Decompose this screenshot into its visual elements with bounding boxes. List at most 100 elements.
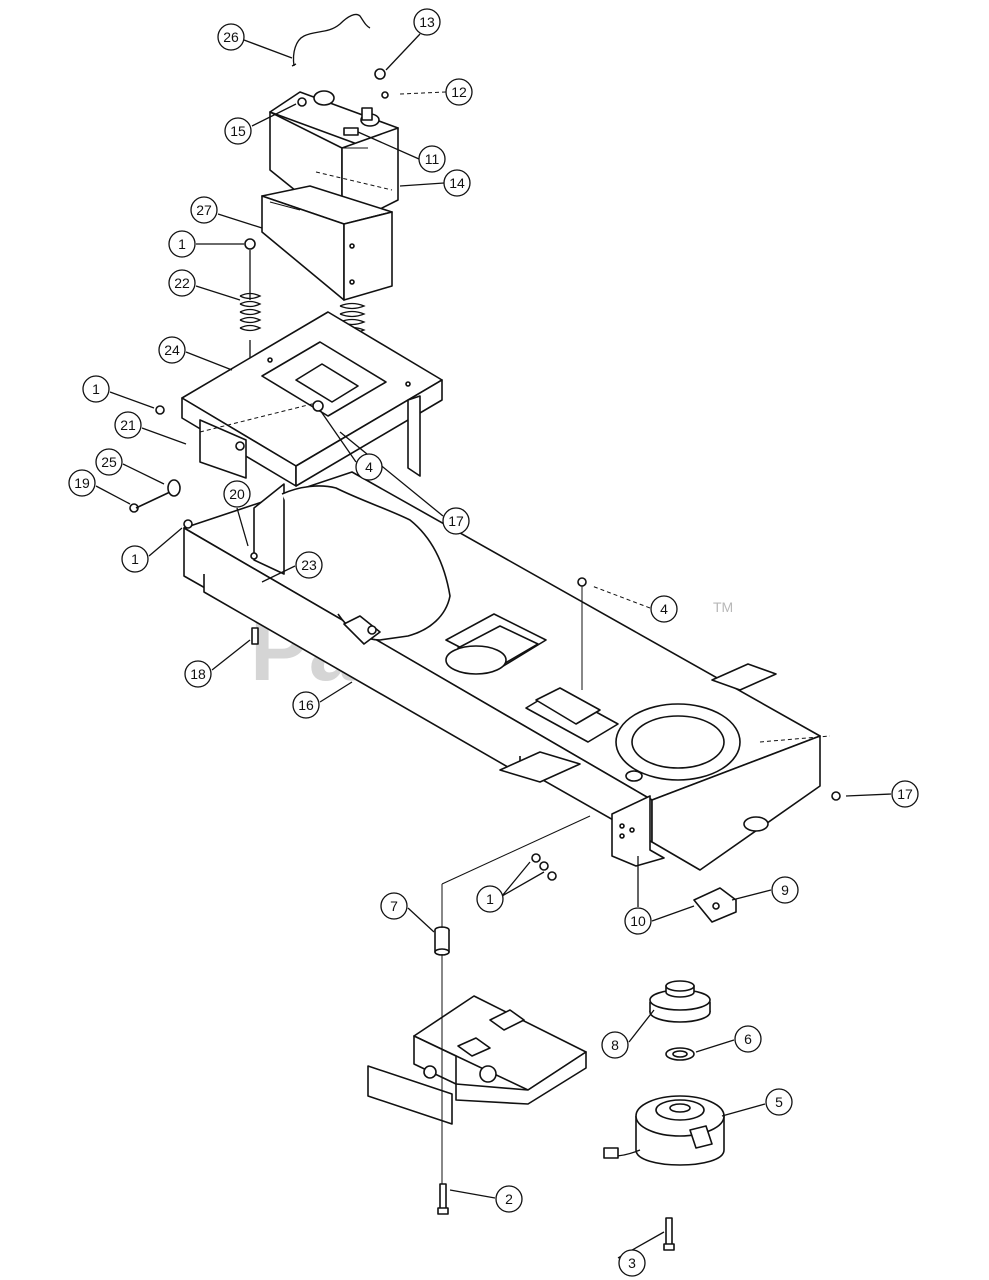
callout-14[interactable]: 14 xyxy=(443,169,471,197)
wire-part xyxy=(291,13,371,67)
main-frame-part xyxy=(183,471,841,871)
callout-label: 1 xyxy=(131,551,139,567)
callout-circle xyxy=(413,8,441,36)
callout-circle xyxy=(476,885,504,913)
callout-label: 1 xyxy=(178,236,186,252)
callout-label: 27 xyxy=(196,202,212,218)
callout-label: 3 xyxy=(628,1255,636,1271)
callout-circle xyxy=(158,336,186,364)
spacer-part xyxy=(434,926,450,956)
callout-circle xyxy=(624,907,652,935)
callout-circle xyxy=(734,1025,762,1053)
callout-circle xyxy=(380,892,408,920)
callout-25[interactable]: 25 xyxy=(95,448,123,476)
callout-label: 10 xyxy=(630,913,646,929)
callout-circle xyxy=(95,448,123,476)
callout-label: 1 xyxy=(92,381,100,397)
leader-lines xyxy=(95,33,892,1259)
callout-circle xyxy=(601,1031,629,1059)
callout-circle xyxy=(618,1249,646,1277)
callout-21[interactable]: 21 xyxy=(114,411,142,439)
callout-circle xyxy=(224,117,252,145)
callout-7[interactable]: 7 xyxy=(380,892,408,920)
callout-label: 12 xyxy=(451,84,467,100)
callout-3[interactable]: 3 xyxy=(618,1249,646,1277)
callout-17b[interactable]: 17 xyxy=(891,780,919,808)
callout-4b[interactable]: 4 xyxy=(650,595,678,623)
callout-4a[interactable]: 4 xyxy=(355,453,383,481)
callout-18[interactable]: 18 xyxy=(184,660,212,688)
callout-circle xyxy=(168,230,196,258)
callout-1d[interactable]: 1 xyxy=(476,885,504,913)
callout-label: 6 xyxy=(744,1031,752,1047)
callout-19[interactable]: 19 xyxy=(68,469,96,497)
callout-label: 25 xyxy=(101,454,117,470)
callout-1a[interactable]: 1 xyxy=(168,230,196,258)
callout-10[interactable]: 10 xyxy=(624,907,652,935)
callout-8[interactable]: 8 xyxy=(601,1031,629,1059)
callout-circle xyxy=(292,691,320,719)
bolt-parts xyxy=(129,479,675,1251)
callout-label: 4 xyxy=(660,601,668,617)
callout-label: 24 xyxy=(164,342,180,358)
callout-label: 9 xyxy=(781,882,789,898)
callout-17a[interactable]: 17 xyxy=(442,507,470,535)
callout-circle xyxy=(442,507,470,535)
callout-circle xyxy=(891,780,919,808)
callout-label: 11 xyxy=(425,151,440,167)
callout-circle xyxy=(771,876,799,904)
callout-label: 21 xyxy=(120,417,136,433)
callout-label: 2 xyxy=(505,1191,513,1207)
seat-plate-part xyxy=(155,311,443,487)
callout-27[interactable]: 27 xyxy=(190,196,218,224)
callout-label: 15 xyxy=(230,123,246,139)
callout-circle xyxy=(495,1185,523,1213)
callout-circle xyxy=(295,551,323,579)
callout-11[interactable]: 11 xyxy=(418,145,446,173)
callout-13[interactable]: 13 xyxy=(413,8,441,36)
callout-2[interactable]: 2 xyxy=(495,1185,523,1213)
callout-label: 4 xyxy=(365,459,373,475)
callout-label: 19 xyxy=(74,475,90,491)
callout-circle xyxy=(418,145,446,173)
callout-circle xyxy=(355,453,383,481)
callout-label: 7 xyxy=(390,898,398,914)
callout-label: 8 xyxy=(611,1037,619,1053)
callout-15[interactable]: 15 xyxy=(224,117,252,145)
callout-circle xyxy=(168,269,196,297)
callout-label: 5 xyxy=(775,1094,783,1110)
callout-26[interactable]: 26 xyxy=(217,23,245,51)
callout-5[interactable]: 5 xyxy=(765,1088,793,1116)
callout-label: 17 xyxy=(897,786,913,802)
callout-24[interactable]: 24 xyxy=(158,336,186,364)
callout-circle xyxy=(184,660,212,688)
callout-22[interactable]: 22 xyxy=(168,269,196,297)
watermark-trademark: TM xyxy=(713,599,733,615)
callout-6[interactable]: 6 xyxy=(734,1025,762,1053)
callout-1b[interactable]: 1 xyxy=(82,375,110,403)
callout-circle xyxy=(217,23,245,51)
pulley-part xyxy=(649,980,711,1023)
callout-label: 22 xyxy=(174,275,190,291)
callout-circle xyxy=(765,1088,793,1116)
callout-12[interactable]: 12 xyxy=(445,78,473,106)
callout-label: 26 xyxy=(223,29,239,45)
pivot-bracket-part xyxy=(367,995,587,1125)
callout-circle xyxy=(443,169,471,197)
callout-23[interactable]: 23 xyxy=(295,551,323,579)
callout-9[interactable]: 9 xyxy=(771,876,799,904)
washer-part xyxy=(665,1047,695,1061)
callout-label: 18 xyxy=(190,666,206,682)
callout-16[interactable]: 16 xyxy=(292,691,320,719)
bracket-part xyxy=(611,795,737,923)
battery-tray-part xyxy=(261,185,393,301)
callout-label: 1 xyxy=(486,891,494,907)
callout-1c[interactable]: 1 xyxy=(121,545,149,573)
callout-20[interactable]: 20 xyxy=(223,480,251,508)
callout-label: 20 xyxy=(229,486,245,502)
callout-circle xyxy=(114,411,142,439)
callout-label: 13 xyxy=(419,14,435,30)
callout-circle xyxy=(223,480,251,508)
